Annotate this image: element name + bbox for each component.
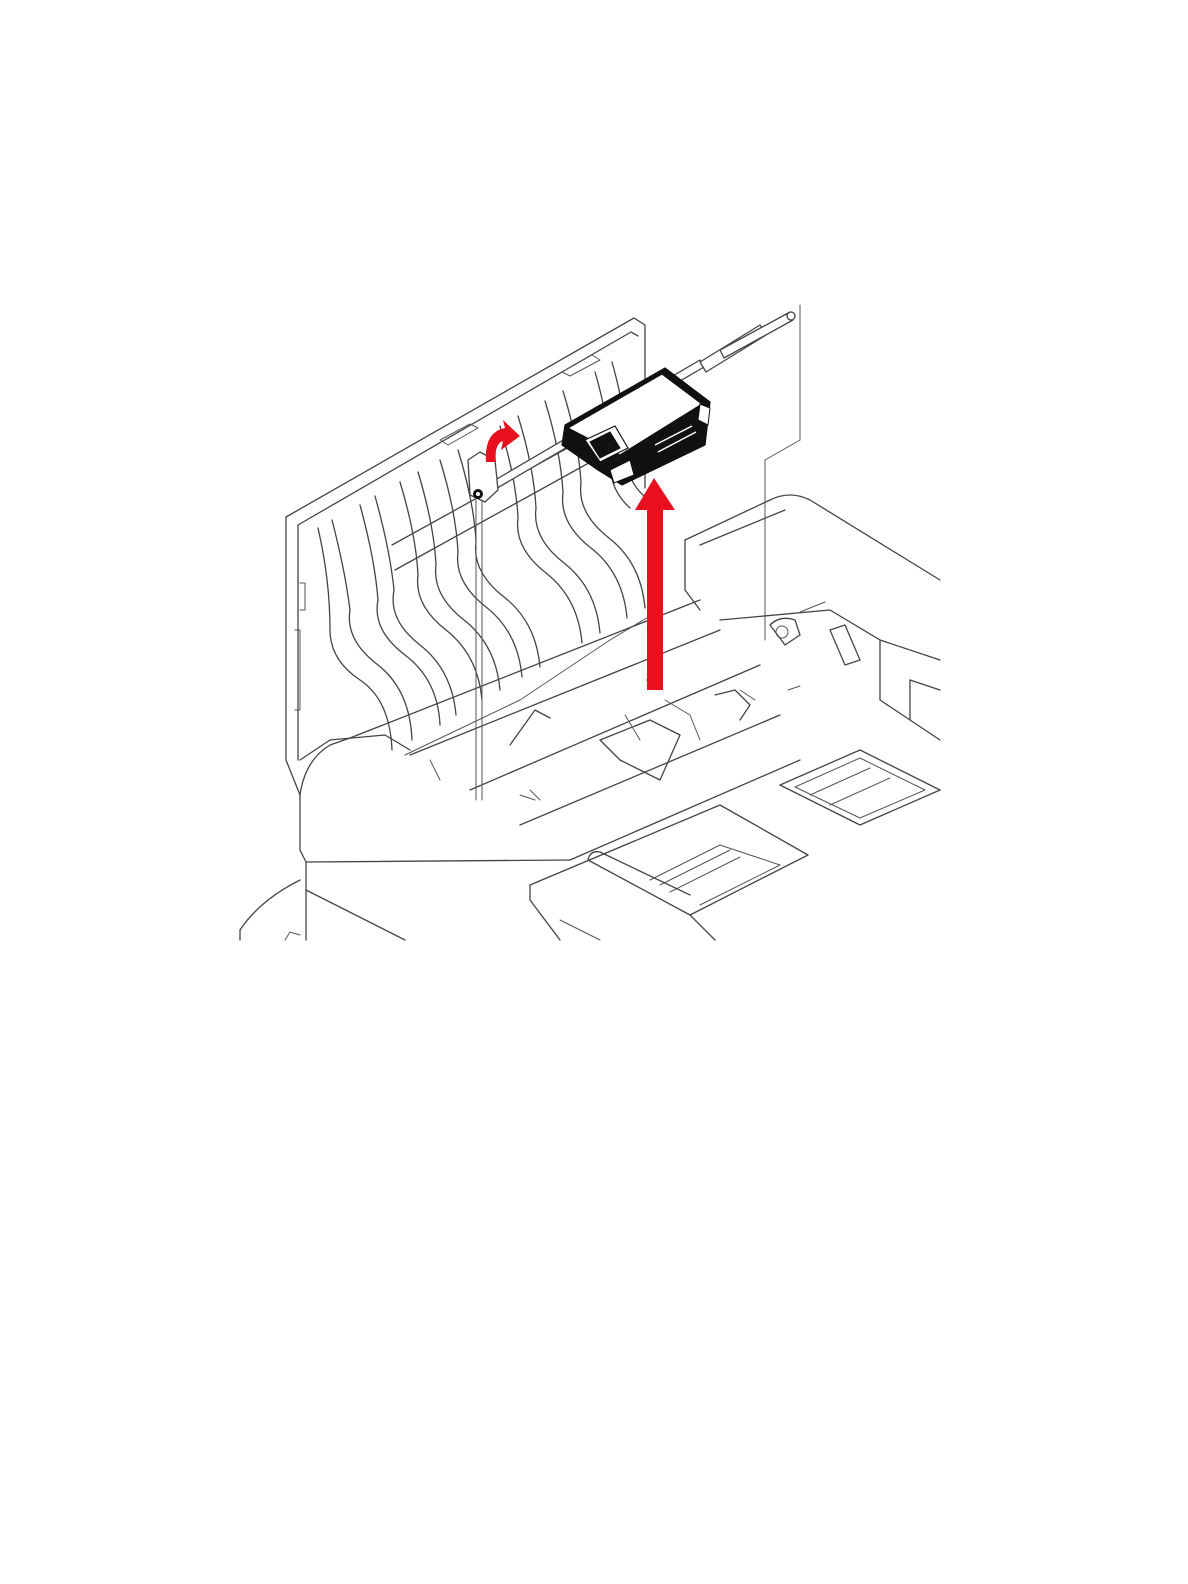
scanner-base-body — [240, 305, 940, 940]
curved-rotate-arrow-icon — [486, 420, 520, 462]
pickup-roller-assembly — [562, 368, 710, 485]
document-cover-open — [286, 318, 660, 795]
document-feed-tray — [530, 805, 808, 940]
shaft-lock-lever — [468, 452, 498, 800]
